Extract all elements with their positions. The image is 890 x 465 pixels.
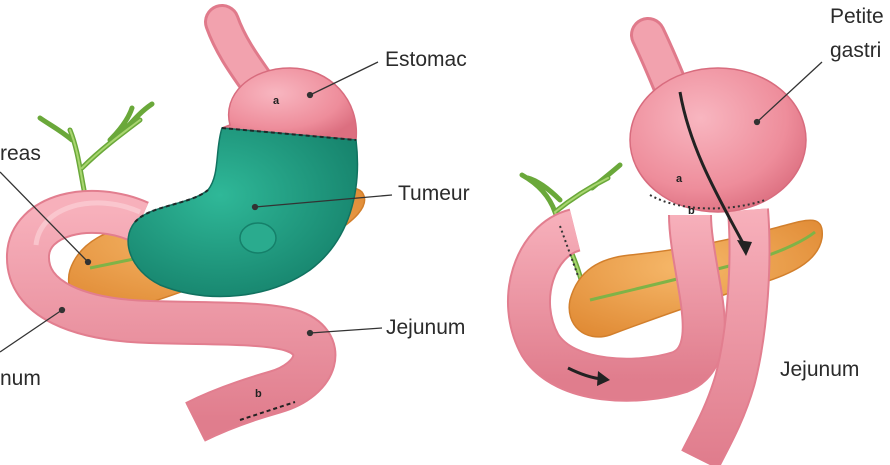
left-diagram: a b — [0, 4, 393, 442]
marker-a-right: a — [676, 173, 683, 185]
leader-lines-right — [753, 61, 823, 126]
label-tumeur: Tumeur — [398, 182, 470, 205]
right-diagram: a b — [507, 17, 823, 465]
label-pancreas: reas — [0, 142, 41, 165]
tumor-left — [127, 127, 359, 298]
label-jejunum-left: Jejunum — [386, 316, 466, 339]
flow-arrow-down — [678, 91, 746, 246]
cut-line-b-left — [239, 401, 296, 421]
marker-b-left: b — [255, 388, 262, 400]
gastric-pouch-right — [629, 67, 807, 213]
bile-duct-left — [37, 101, 155, 198]
label-petite: Petite — [830, 5, 884, 28]
label-jejunum-right: Jejunum — [780, 358, 860, 381]
marker-a-left: a — [273, 95, 280, 107]
label-jejunum-cut: num — [0, 367, 41, 390]
stomach-left — [221, 67, 358, 141]
bile-duct-right — [519, 162, 623, 303]
label-estomac: Estomac — [385, 48, 467, 71]
label-gastric: gastri — [830, 39, 882, 62]
leader-lines-left — [0, 61, 393, 353]
staple-loop-right — [559, 225, 579, 277]
marker-b-right: b — [688, 205, 695, 217]
tumor-mass-left — [239, 222, 277, 254]
anastomosis-staples-right — [649, 194, 766, 210]
